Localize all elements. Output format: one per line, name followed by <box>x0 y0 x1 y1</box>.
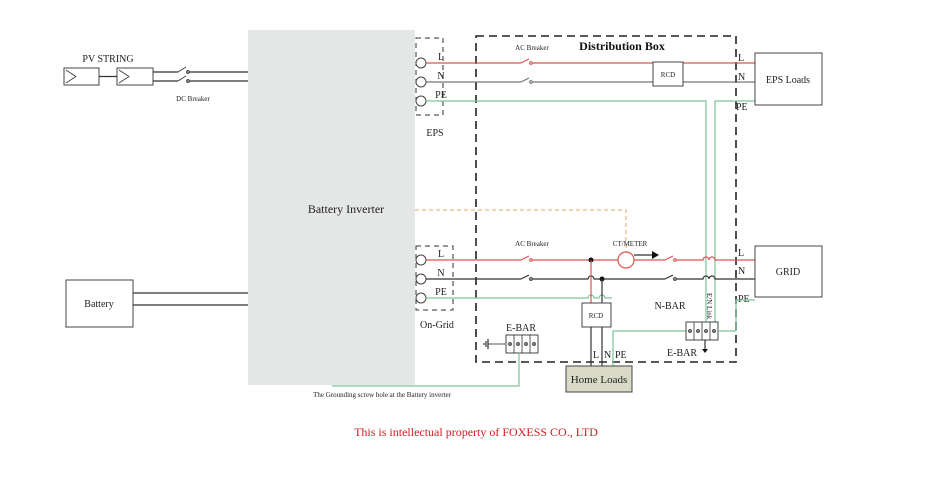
e-bar-right-label: E-BAR <box>667 348 697 359</box>
home-loads-label: Home Loads <box>571 374 628 386</box>
en-link-label: E/N Link <box>705 293 713 320</box>
battery-inverter <box>248 30 415 385</box>
dc-breaker <box>153 66 248 83</box>
on-grid-port <box>415 245 454 311</box>
grid-terminal-pe: PE <box>435 287 447 298</box>
eps-loads-label: EPS Loads <box>766 75 810 86</box>
distribution-box-title: Distribution Box <box>579 39 665 53</box>
pv-string-label: PV STRING <box>82 54 133 65</box>
eps-out-n: N <box>738 72 745 83</box>
e-bar-right <box>685 321 719 353</box>
battery-box <box>65 279 134 328</box>
eps-out-l: L <box>738 53 744 64</box>
battery-label: Battery <box>84 299 113 310</box>
home-loads-box <box>565 365 633 393</box>
grid-terminal-n: N <box>437 268 444 279</box>
distribution-box <box>475 35 737 363</box>
ac-breaker-bottom-label: AC Breaker <box>515 240 549 248</box>
on-grid-label: On-Grid <box>420 320 454 331</box>
eps-loads-box <box>754 52 823 106</box>
inverter-label: Battery Inverter <box>308 202 384 216</box>
rcd-home <box>581 302 612 328</box>
home-l: L <box>593 350 599 361</box>
eps-terminal-n: N <box>437 71 444 82</box>
eps-terminal-l: L <box>438 52 444 63</box>
grounding-note: The Grounding screw hole at the Battery … <box>313 391 451 399</box>
grid-terminal-l: L <box>438 249 444 260</box>
copyright-footer: This is intellectual property of FOXESS … <box>354 425 598 439</box>
eps-terminal-pe: PE <box>435 90 447 101</box>
ground-icon <box>483 339 506 349</box>
dc-breaker-label: DC Breaker <box>176 95 210 103</box>
rcd-home-label: RCD <box>589 312 603 320</box>
ac-breaker-top-label: AC Breaker <box>515 44 549 52</box>
grid-out-l: L <box>738 248 744 259</box>
home-pe: PE <box>615 350 627 361</box>
eps-port <box>415 37 444 116</box>
n-bar-label: N-BAR <box>654 301 685 312</box>
ct-meter <box>617 251 635 269</box>
rcd-eps <box>652 61 684 87</box>
e-bar-left <box>505 334 539 354</box>
grid-out-n: N <box>738 266 745 277</box>
home-n: N <box>604 350 611 361</box>
ct-meter-label: CT/METER <box>613 240 648 248</box>
eps-out-pe: PE <box>736 102 748 113</box>
grid-label: GRID <box>776 267 800 278</box>
e-bar-left-label: E-BAR <box>506 323 536 334</box>
pv-string <box>63 67 154 86</box>
rcd-eps-label: RCD <box>661 71 675 79</box>
eps-port-label: EPS <box>426 128 443 139</box>
grid-box <box>754 245 823 298</box>
ct-signal-line <box>415 209 627 252</box>
